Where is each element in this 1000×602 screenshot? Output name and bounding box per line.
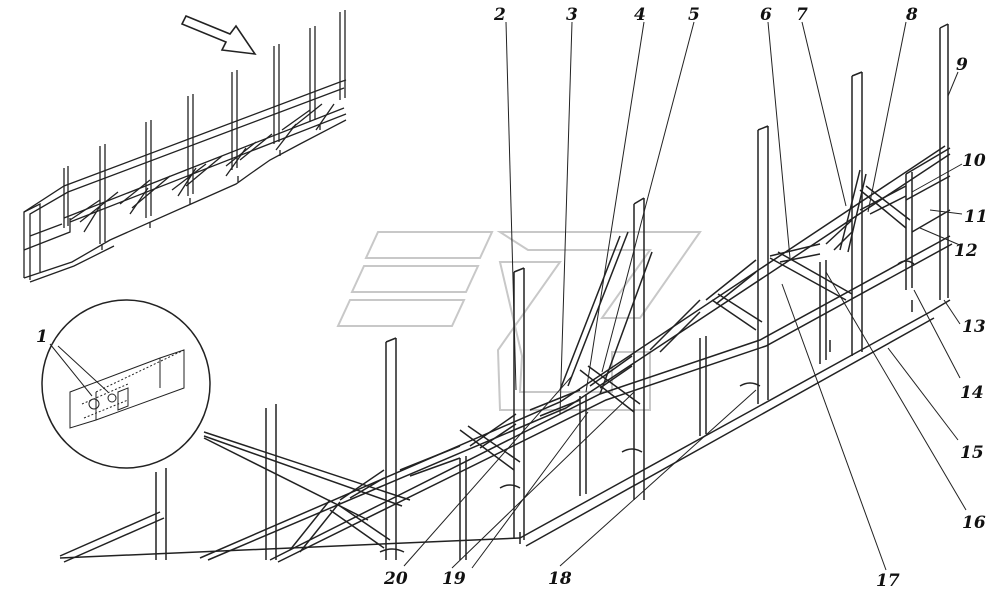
label-19: 19 [442, 569, 466, 589]
label-3: 3 [566, 5, 578, 25]
label-8: 8 [905, 5, 918, 25]
label-10: 10 [962, 151, 986, 171]
label-6: 6 [760, 5, 772, 25]
label-5: 5 [688, 5, 700, 25]
label-1: 1 [36, 327, 48, 347]
label-11: 11 [964, 207, 988, 227]
label-13: 13 [962, 317, 986, 337]
label-17: 17 [876, 571, 900, 591]
label-7: 7 [796, 5, 808, 25]
label-18: 18 [548, 569, 572, 589]
leader-lines [49, 21, 967, 571]
logo-watermark-icon [336, 231, 702, 411]
label-15: 15 [960, 443, 984, 463]
detail-callout [41, 299, 211, 469]
part-labels: 1 2 3 4 5 6 7 8 9 10 11 12 13 14 15 16 1… [36, 5, 988, 591]
main-frame [59, 23, 953, 563]
overview-frame [23, 10, 347, 283]
label-12: 12 [954, 241, 978, 261]
label-20: 20 [383, 569, 408, 589]
label-14: 14 [960, 383, 984, 403]
label-9: 9 [956, 55, 968, 75]
label-16: 16 [962, 513, 986, 533]
label-4: 4 [634, 5, 646, 25]
direction-arrow-icon [180, 14, 257, 56]
label-2: 2 [493, 5, 506, 25]
